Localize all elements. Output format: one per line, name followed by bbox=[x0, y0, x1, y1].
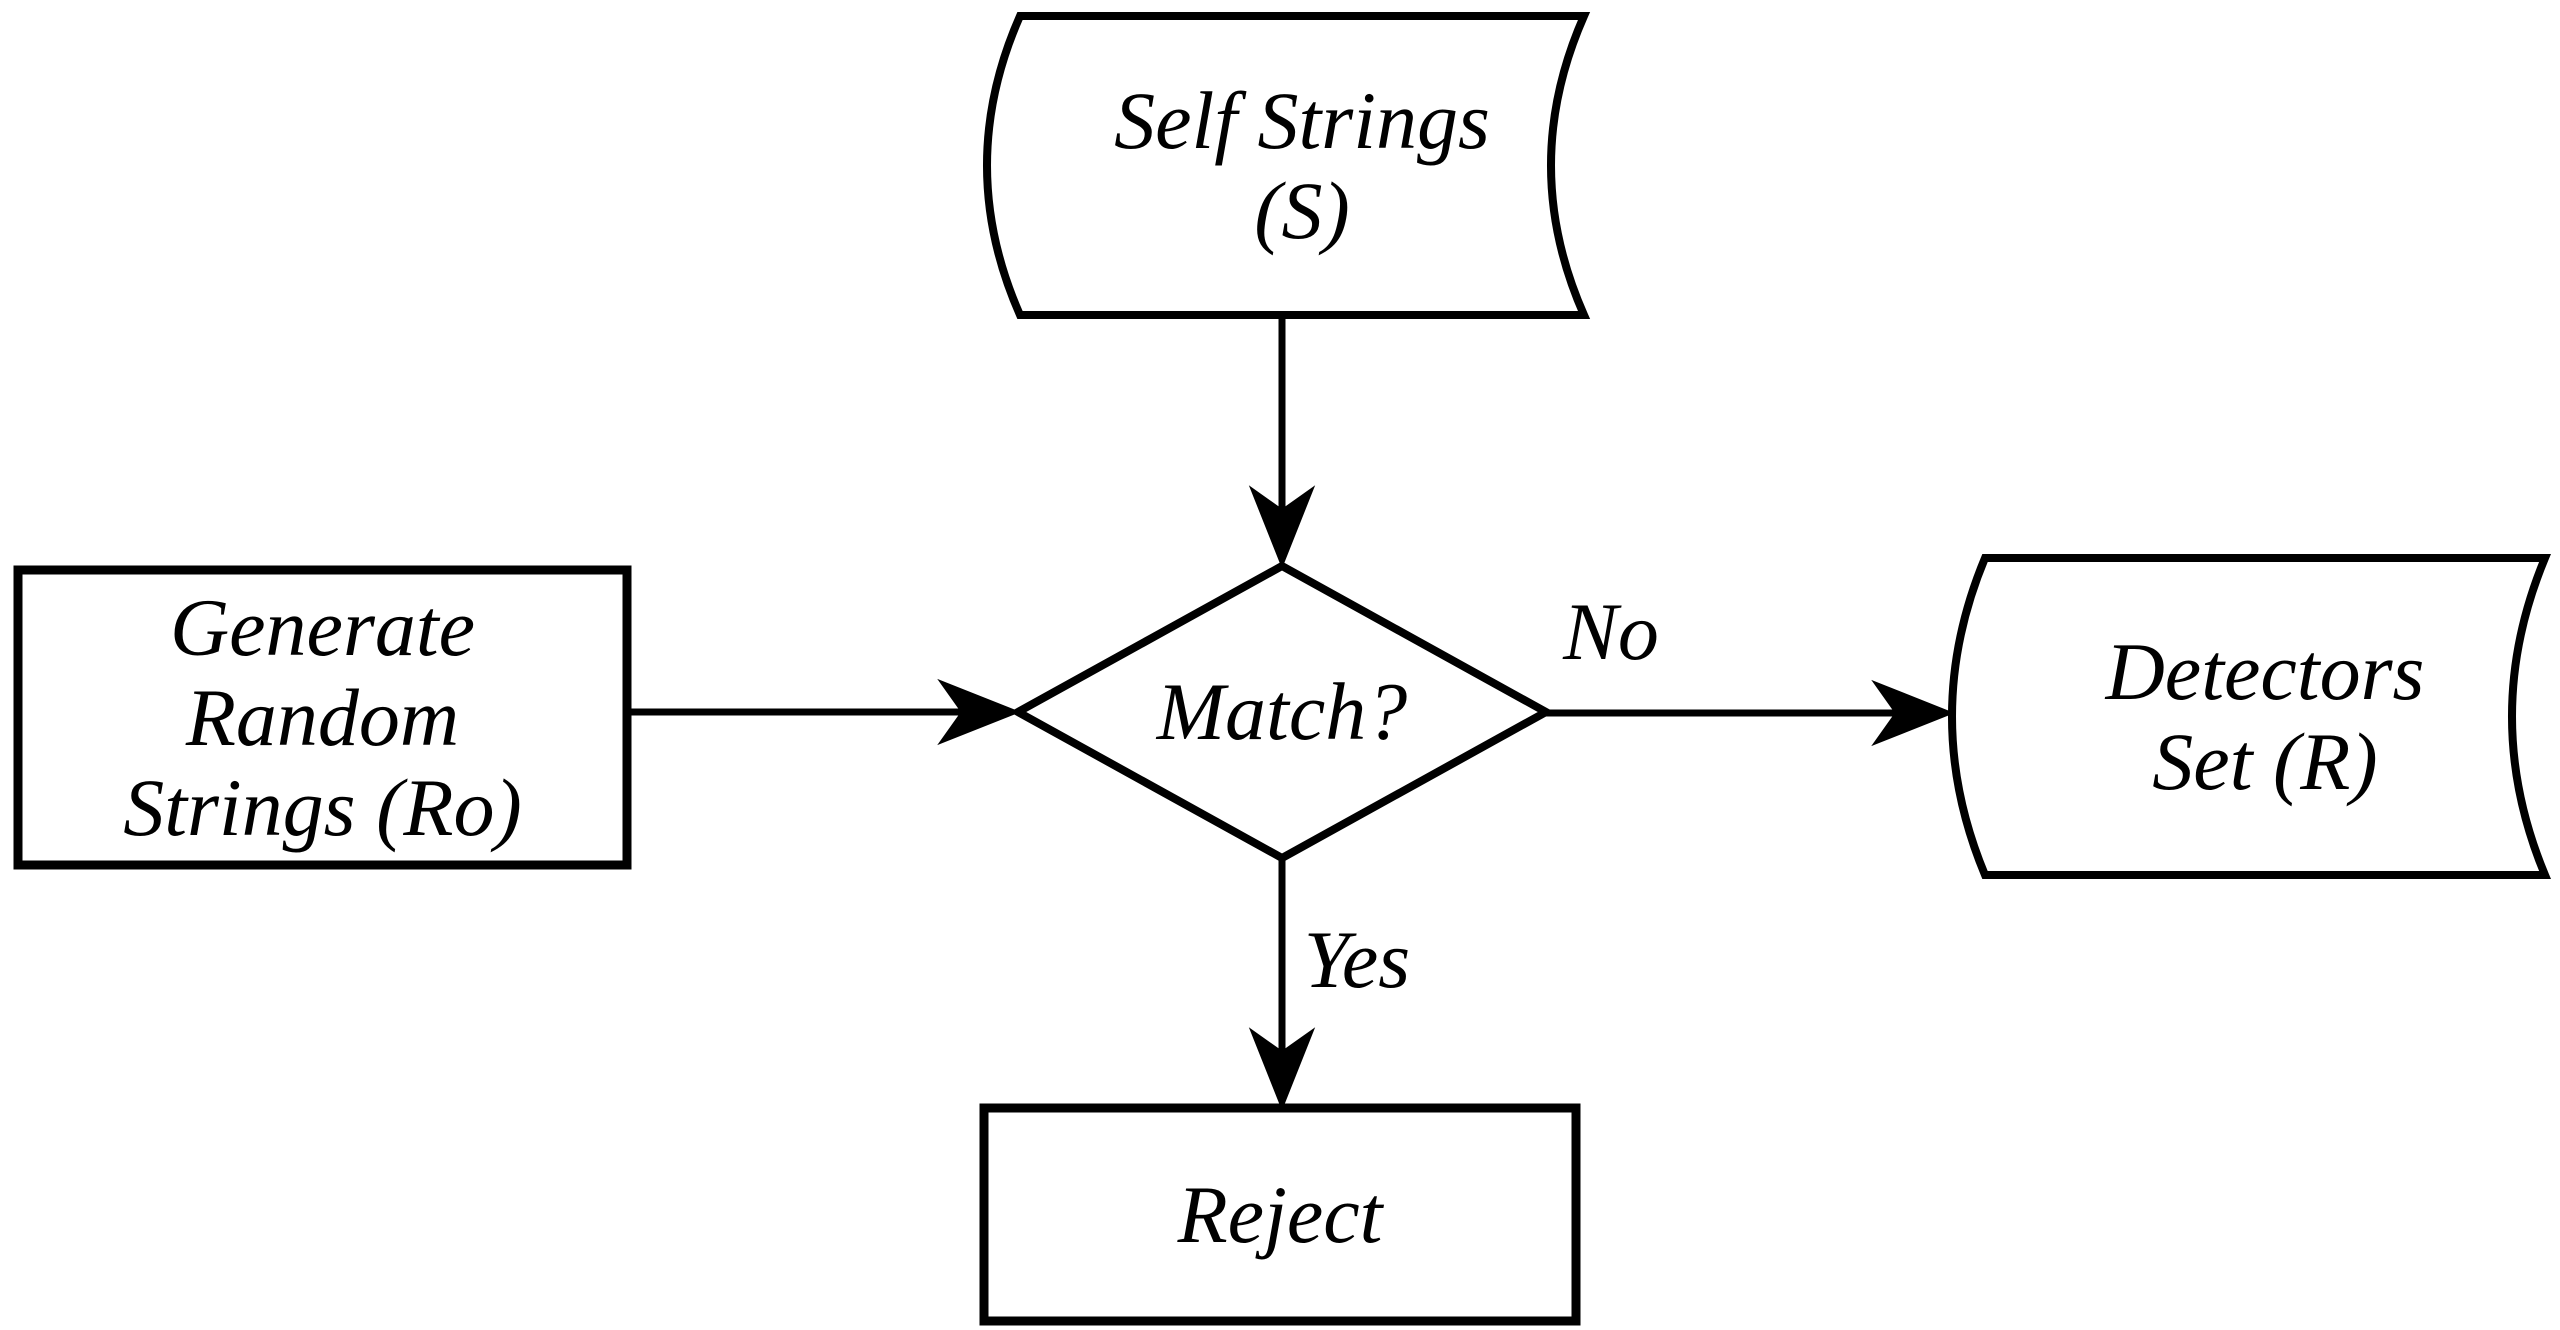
arrowhead-match-to-detectors-set bbox=[1871, 679, 1955, 747]
node-shape-detectors-set bbox=[1948, 554, 2551, 879]
arrowhead-match-to-reject bbox=[1248, 1027, 1316, 1111]
arrowhead-self-strings-to-match bbox=[1248, 485, 1316, 569]
node-shape-reject bbox=[979, 1103, 1581, 1326]
arrowhead-generate-random-to-match bbox=[937, 678, 1021, 746]
node-shape-generate-random bbox=[13, 565, 632, 870]
node-shape-match bbox=[1009, 561, 1555, 863]
node-shape-self-strings bbox=[983, 12, 1591, 319]
